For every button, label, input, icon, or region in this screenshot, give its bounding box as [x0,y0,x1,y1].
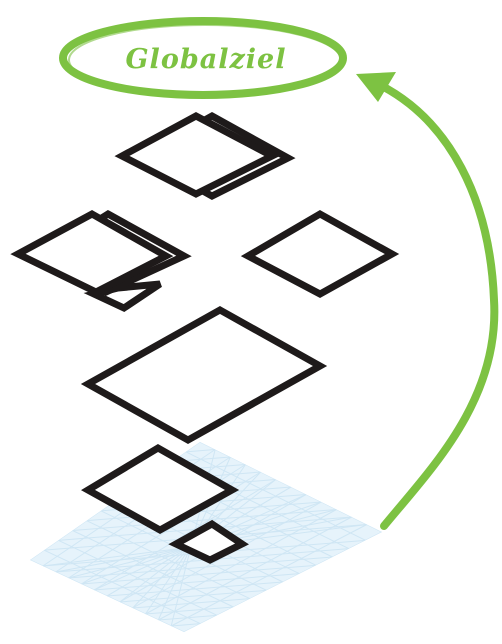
goal-oval: Globalziel [63,21,343,95]
stacked-diamond-top [122,116,288,196]
diamond-right [248,214,392,294]
stacked-diamond-left [18,214,184,308]
feedback-arrow [356,72,494,526]
goal-label: Globalziel [126,44,287,75]
diamond-large-center [88,310,320,440]
